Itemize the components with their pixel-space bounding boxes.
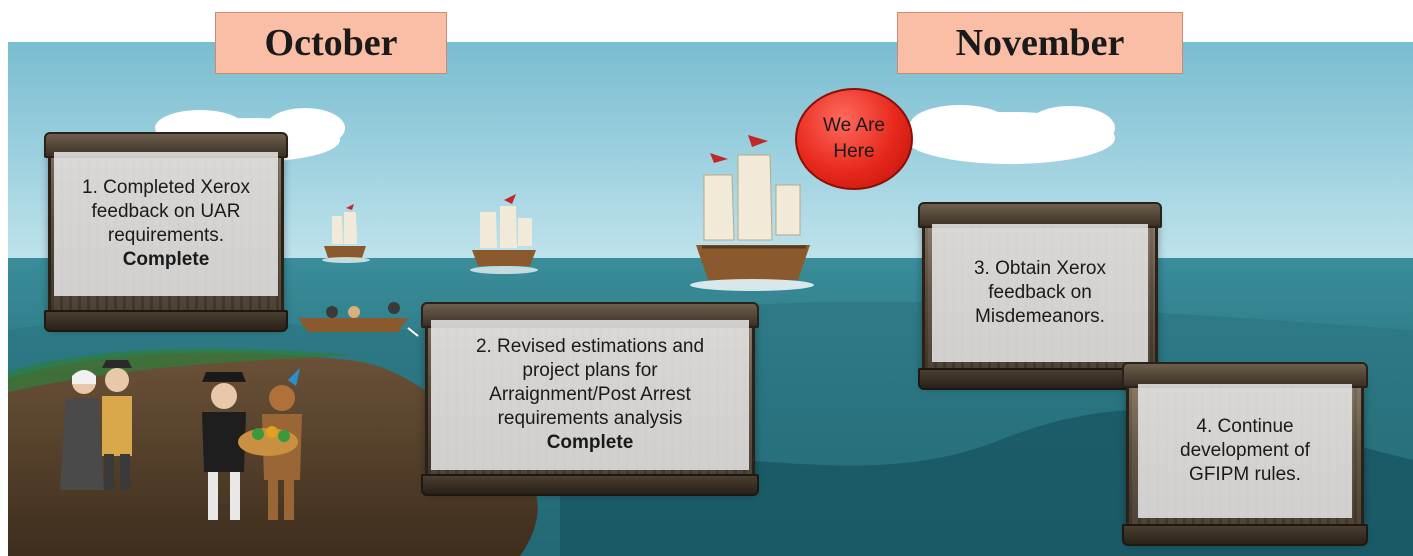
ship-icon: [470, 194, 538, 274]
task-2-line-2: project plans for: [522, 360, 658, 381]
trunk-icon: 1. Completed Xerox feedback on UAR requi…: [44, 132, 288, 332]
task-2-line-3: Arraignment/Post Arrest: [489, 384, 691, 405]
task-4-line-3: GFIPM rules.: [1189, 464, 1301, 485]
month-label-november: November: [897, 12, 1183, 74]
task-3-line-2: feedback on: [988, 282, 1092, 303]
task-2-status: Complete: [546, 432, 634, 453]
task-1-line-3: requirements.: [107, 225, 225, 246]
task-card-3: 3. Obtain Xerox feedback on Misdemeanors…: [932, 224, 1148, 362]
pilgrim-couple-icon: [60, 360, 132, 490]
task-1-line-1: 1. Completed Xerox: [82, 177, 250, 198]
task-3-line-1: 3. Obtain Xerox: [973, 258, 1107, 279]
trunk-icon: 4. Continue development of GFIPM rules.: [1122, 362, 1368, 546]
trunk-icon: 3. Obtain Xerox feedback on Misdemeanors…: [918, 202, 1162, 390]
task-3-line-3: Misdemeanors.: [975, 306, 1105, 327]
task-1-status: Complete: [122, 249, 210, 270]
task-2-line-1: 2. Revised estimations and: [475, 336, 705, 357]
task-card-4: 4. Continue development of GFIPM rules.: [1138, 384, 1352, 518]
rowboat-icon: [298, 302, 419, 337]
marker-line-1: We Are: [823, 115, 885, 136]
marker-line-2: Here: [833, 141, 875, 162]
grass-strip: [8, 348, 350, 392]
task-card-1: 1. Completed Xerox feedback on UAR requi…: [54, 152, 278, 296]
cloud-icon: [905, 105, 1115, 164]
month-label-october: October: [215, 12, 447, 74]
task-1-line-2: feedback on UAR: [91, 201, 241, 222]
task-2-line-4: requirements analysis: [497, 408, 683, 429]
ship-icon: [322, 204, 370, 263]
we-are-here-marker: We Are Here: [795, 88, 913, 190]
task-4-line-2: development of: [1180, 440, 1310, 461]
trunk-icon: 2. Revised estimations and project plans…: [421, 302, 759, 496]
task-card-2: 2. Revised estimations and project plans…: [431, 320, 749, 470]
ship-icon: [690, 135, 814, 291]
pilgrim-and-native-icon: [202, 368, 302, 520]
task-4-line-1: 4. Continue: [1196, 416, 1294, 437]
